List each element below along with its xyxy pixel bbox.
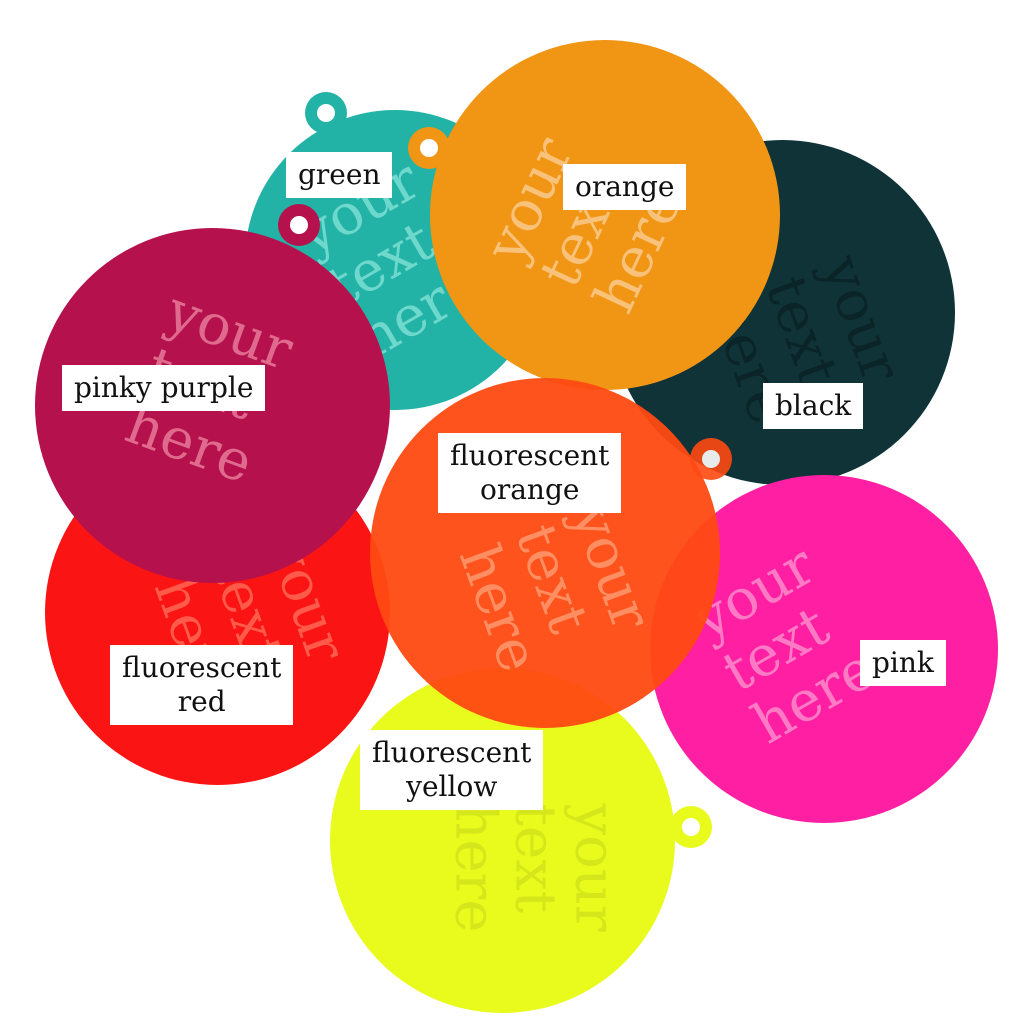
label-green: green (286, 152, 393, 198)
tag-fluorescent-orange: your text here (370, 378, 720, 728)
tag-loop-pinky-purple (278, 204, 320, 246)
label-pink: pink (860, 640, 946, 686)
label-pinky-purple: pinky purple (62, 365, 266, 411)
label-fluorescent-red: fluorescent red (110, 645, 294, 725)
engraved-text: your text here (472, 128, 696, 323)
tag-orange: your text here (430, 40, 780, 390)
engraved-text: your text here (442, 803, 628, 933)
tag-fluorescent-yellow: your text here (330, 668, 675, 1013)
tag-loop-fluorescent-yellow (670, 806, 712, 848)
label-orange: orange (563, 164, 687, 210)
label-fluorescent-orange: fluorescent orange (438, 433, 622, 513)
label-black: black (763, 383, 864, 429)
engraved-text: your text here (446, 495, 664, 681)
label-fluorescent-yellow: fluorescent yellow (360, 730, 544, 810)
